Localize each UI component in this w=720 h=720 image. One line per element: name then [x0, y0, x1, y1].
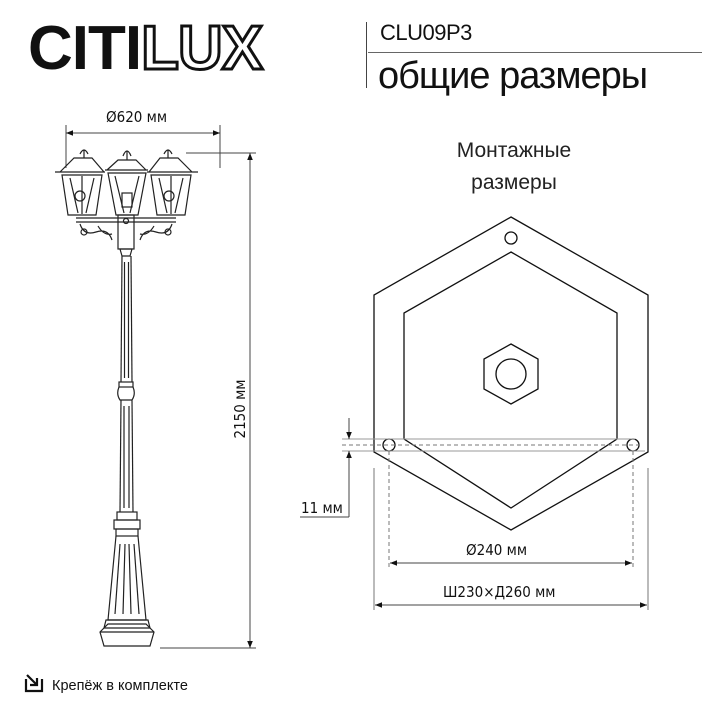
arrow-into-box-icon [24, 673, 44, 698]
mounting-title-line1: Монтажные [456, 139, 572, 162]
lamp-width-label: Ø620 мм [106, 108, 168, 126]
header-divider-horizontal [368, 52, 702, 53]
mounting-title-line2: размеры [471, 171, 557, 194]
lamp-height-dimension [160, 152, 256, 649]
brand-logo-solid: CITI [28, 14, 142, 83]
footer-note: Крепёж в комплекте [24, 673, 188, 698]
model-number: CLU09P3 [380, 20, 472, 45]
brand-logo-outline: LUX [140, 13, 265, 85]
brand-logo: CITILUX [28, 13, 265, 85]
street-lamp-drawing [55, 149, 198, 647]
footer-text: Крепёж в комплекте [52, 677, 188, 694]
offset-dimension [300, 418, 352, 518]
lamp-width-dimension [65, 125, 221, 168]
mounting-hole-guides [342, 438, 649, 610]
mounting-plate-drawing [373, 216, 649, 531]
base-size-label: Ш230×Д260 мм [443, 583, 556, 601]
lamp-height-label: 2150 мм [231, 379, 249, 439]
header-divider-vertical [366, 22, 367, 88]
hole-spacing-label: Ø240 мм [466, 541, 528, 559]
page-subtitle: общие размеры [378, 55, 648, 97]
mounting-title: Монтажные размеры [404, 135, 624, 199]
offset-label: 11 мм [301, 499, 343, 517]
